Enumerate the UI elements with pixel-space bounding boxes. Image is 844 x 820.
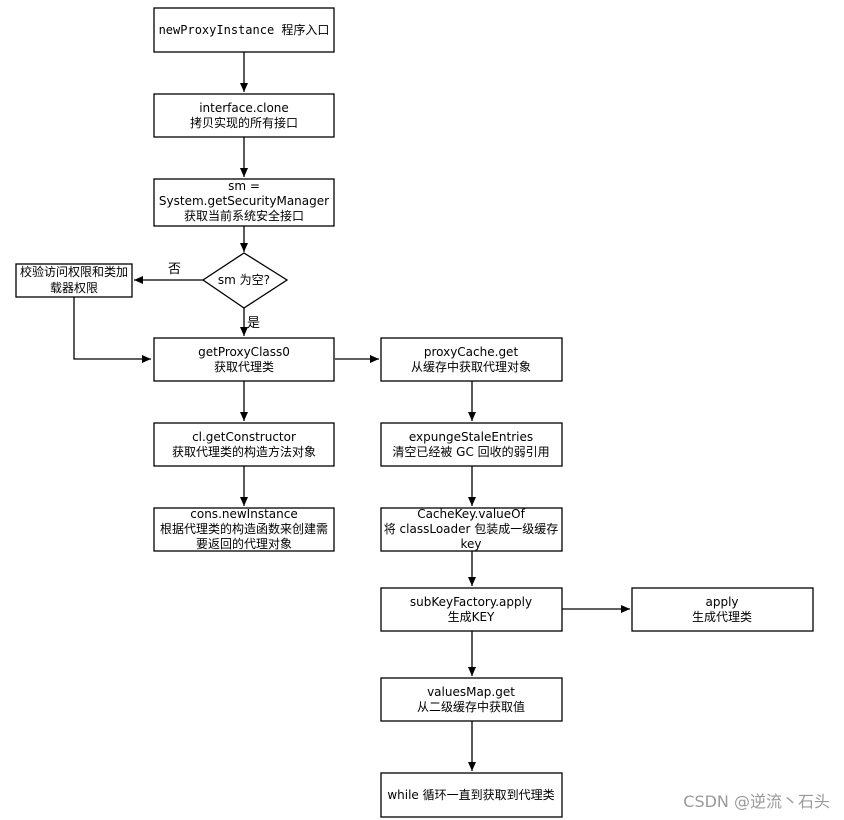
node-while-loop-line-1: while 循环一直到获取到代理类 (387, 788, 554, 802)
node-while-loop: while 循环一直到获取到代理类 (380, 772, 563, 818)
node-new-instance: cons.newInstance 根据代理类的构造函数来创建需 要返回的代理对象 (153, 507, 335, 552)
node-get-proxy-class0: getProxyClass0 获取代理类 (153, 337, 335, 382)
node-security-manager: sm = System.getSecurityManager 获取当前系统安全接… (153, 178, 335, 227)
node-expunge-stale-line-1: expungeStaleEntries (409, 430, 533, 444)
node-expunge-stale: expungeStaleEntries 清空已经被 GC 回收的弱引用 (380, 422, 563, 467)
node-proxy-cache-get: proxyCache.get 从缓存中获取代理对象 (380, 337, 563, 382)
node-cache-key-valueof: CacheKey.valueOf 将 classLoader 包装成一级缓存 k… (380, 507, 563, 552)
node-subkey-factory-apply-line-2: 生成KEY (448, 610, 495, 624)
node-cache-key-valueof-line-3: key (460, 537, 481, 551)
node-new-instance-line-2: 根据代理类的构造函数来创建需 (160, 521, 328, 536)
node-security-manager-line-3: 获取当前系统安全接口 (184, 208, 304, 223)
node-new-instance-line-3: 要返回的代理对象 (196, 536, 292, 551)
node-entry-line-1: newProxyInstance 程序入口 (159, 22, 330, 37)
node-get-proxy-class0-line-1: getProxyClass0 (198, 345, 290, 359)
node-interface-clone-line-2: 拷贝实现的所有接口 (190, 115, 298, 130)
node-values-map-get-line-2: 从二级缓存中获取值 (417, 699, 525, 714)
node-security-manager-line-1: sm = (228, 179, 260, 193)
node-subkey-factory-apply-line-1: subKeyFactory.apply (410, 595, 532, 609)
node-cache-key-valueof-line-2: 将 classLoader 包装成一级缓存 (384, 522, 559, 536)
node-expunge-stale-line-2: 清空已经被 GC 回收的弱引用 (392, 444, 549, 459)
node-new-instance-line-1: cons.newInstance (190, 507, 297, 521)
node-security-manager-line-2: System.getSecurityManager (159, 194, 329, 208)
node-check-access-line-1: 校验访问权限和类加 (20, 264, 128, 279)
node-sm-null-check: sm 为空? (201, 252, 289, 309)
node-values-map-get: valuesMap.get 从二级缓存中获取值 (380, 677, 563, 722)
node-get-constructor-line-1: cl.getConstructor (192, 430, 296, 444)
node-proxy-cache-get-line-2: 从缓存中获取代理对象 (411, 359, 531, 374)
node-interface-clone: interface.clone 拷贝实现的所有接口 (153, 93, 335, 138)
node-apply: apply 生成代理类 (631, 587, 814, 632)
node-subkey-factory-apply: subKeyFactory.apply 生成KEY (380, 587, 563, 632)
node-get-proxy-class0-line-2: 获取代理类 (214, 360, 274, 374)
node-check-access-line-2: 载器权限 (50, 281, 98, 295)
node-check-access: 校验访问权限和类加 载器权限 (15, 263, 133, 298)
node-cache-key-valueof-line-1: CacheKey.valueOf (417, 507, 525, 521)
edge-label-no: 否 (168, 262, 181, 277)
edge-check-access-to-get-proxy-class0 (73, 297, 151, 363)
node-entry: newProxyInstance 程序入口 (153, 7, 335, 53)
node-get-constructor: cl.getConstructor 获取代理类的构造方法对象 (153, 422, 335, 467)
node-apply-line-2: 生成代理类 (692, 610, 752, 624)
node-values-map-get-line-1: valuesMap.get (427, 685, 515, 699)
csdn-watermark: CSDN @逆流丶石头 (683, 792, 830, 811)
node-get-constructor-line-2: 获取代理类的构造方法对象 (172, 444, 316, 459)
node-apply-line-1: apply (705, 595, 738, 609)
node-interface-clone-line-1: interface.clone (199, 101, 289, 115)
edge-label-yes: 是 (247, 316, 260, 331)
node-proxy-cache-get-line-1: proxyCache.get (424, 345, 519, 359)
node-sm-null-check-line-1: sm 为空? (218, 273, 270, 287)
